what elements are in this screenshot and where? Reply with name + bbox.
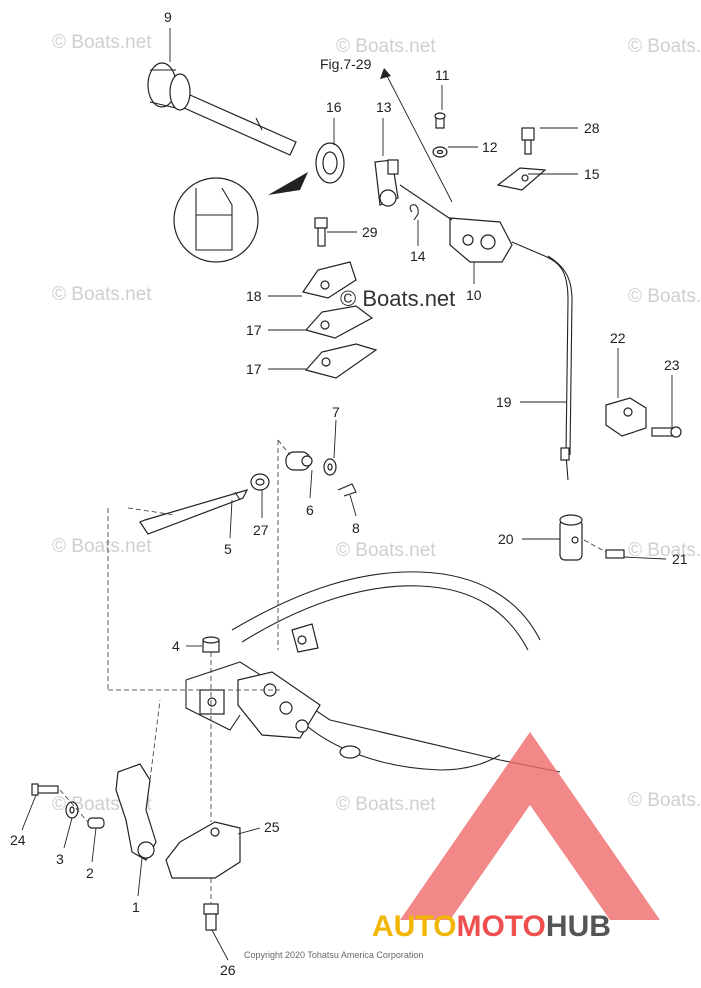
callout-1: 1 <box>132 899 140 915</box>
watermark-text: © Boats.net <box>336 794 436 815</box>
leader-lines <box>21 28 673 961</box>
watermark-text: © Boats.net <box>336 36 436 57</box>
part-29-bolt <box>314 217 328 247</box>
callout-4: 4 <box>172 638 180 654</box>
part-27-nut <box>250 473 270 491</box>
watermark-text: © Boats.net <box>52 536 152 557</box>
part-25-plate <box>165 821 241 879</box>
part-17-bracket-a <box>304 305 374 339</box>
callout-17: 17 <box>246 322 262 338</box>
callout-5: 5 <box>224 541 232 557</box>
callout-26: 26 <box>220 962 236 978</box>
callout-23: 23 <box>664 357 680 373</box>
part-11-screw <box>434 112 446 129</box>
watermark-text: © Boats.net <box>628 286 701 307</box>
callout-25: 25 <box>264 819 280 835</box>
part-28-bolt <box>521 127 535 155</box>
callout-6: 6 <box>306 502 314 518</box>
part-13-lever <box>374 159 399 207</box>
logo-triangle-inner <box>470 830 590 920</box>
watermark-text: © Boats.net <box>628 790 701 811</box>
figure-reference-label: Fig.7-29 <box>320 56 372 72</box>
callout-20: 20 <box>498 531 514 547</box>
callout-2: 2 <box>86 865 94 881</box>
callout-8: 8 <box>352 520 360 536</box>
part-19-rod <box>511 241 573 481</box>
logo-text-hub: HUB <box>546 910 611 943</box>
part-15-plate <box>496 167 547 191</box>
logo-text: AUTOMOTOHUB <box>372 910 611 943</box>
callout-18: 18 <box>246 288 262 304</box>
part-5-rod <box>139 489 249 535</box>
part-3-washer <box>65 801 79 819</box>
engine-mount-assembly <box>185 571 561 773</box>
assembly-guide-lines <box>59 439 291 904</box>
part-1-arm <box>115 763 157 861</box>
callout-19: 19 <box>496 394 512 410</box>
part-24-bolt <box>31 783 59 796</box>
part-6-pin <box>285 451 313 471</box>
part-4-collar <box>202 636 220 653</box>
logo-text-auto: AUTO <box>372 910 456 943</box>
watermark-text: © Boats.net <box>52 32 152 53</box>
callout-14: 14 <box>410 248 426 264</box>
part-26-bolt <box>203 903 219 931</box>
part-18-bracket <box>302 261 357 299</box>
watermark-text: © Boats.net <box>52 284 152 305</box>
part-17-bracket-b <box>304 343 378 379</box>
automotohub-logo: AUTOMOTOHUB <box>372 732 660 943</box>
figure-reference: Fig.7-29 <box>320 56 453 203</box>
part-23-screw <box>651 426 682 438</box>
part-2-pin <box>87 817 105 829</box>
callout-27: 27 <box>253 522 269 538</box>
part-12-washer <box>432 146 448 158</box>
callout-22: 22 <box>610 330 626 346</box>
detail-circle <box>173 172 308 263</box>
callout-12: 12 <box>482 139 498 155</box>
watermark-main-text: © Boats.net <box>340 286 455 311</box>
callout-24: 24 <box>10 832 26 848</box>
callout-labels: 9 16 13 11 12 28 15 29 14 10 18 17 17 22… <box>10 9 688 978</box>
callout-28: 28 <box>584 120 600 136</box>
copyright-text: Copyright 2020 Tohatsu America Corporati… <box>244 950 423 960</box>
watermark-text: © Boats.net <box>628 36 701 57</box>
callout-16: 16 <box>326 99 342 115</box>
watermark-text: © Boats.net <box>628 540 701 561</box>
callout-10: 10 <box>466 287 482 303</box>
watermark-layer: © Boats.net © Boats.net © Boats.net © Bo… <box>52 32 701 815</box>
callout-17: 17 <box>246 361 262 377</box>
part-16-seal <box>315 142 345 184</box>
callout-29: 29 <box>362 224 378 240</box>
part-22-block <box>605 397 647 437</box>
part-7-washer <box>323 458 337 476</box>
callout-21: 21 <box>672 551 688 567</box>
callout-9: 9 <box>164 9 172 25</box>
part-10-housing <box>399 184 513 263</box>
logo-triangle-mark <box>400 732 660 920</box>
callout-15: 15 <box>584 166 600 182</box>
callout-3: 3 <box>56 851 64 867</box>
watermark-text: © Boats.net <box>336 540 436 561</box>
part-9-shaft <box>147 62 297 156</box>
logo-text-moto: MOTO <box>456 910 545 943</box>
part-14-clip <box>409 204 419 221</box>
callout-13: 13 <box>376 99 392 115</box>
callout-7: 7 <box>332 404 340 420</box>
part-21-pin <box>583 539 625 559</box>
part-8-clip <box>337 483 357 497</box>
part-20-joint <box>559 514 583 561</box>
callout-11: 11 <box>435 67 450 83</box>
